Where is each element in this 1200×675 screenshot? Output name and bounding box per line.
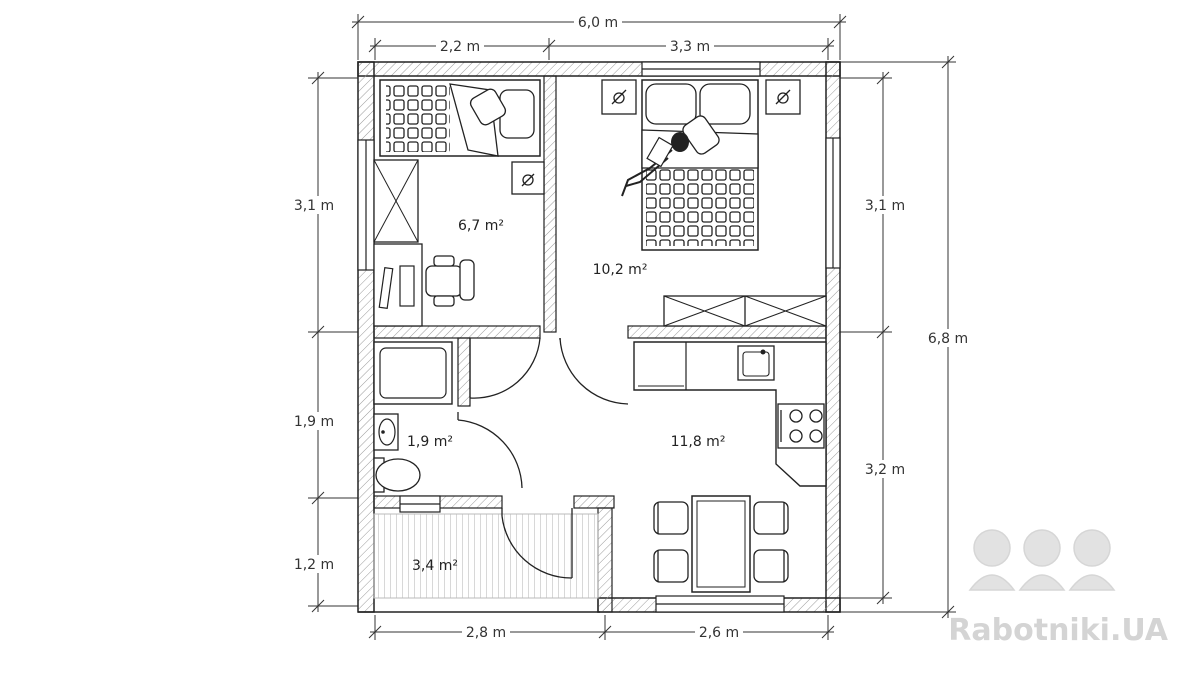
dim-top-right-width: 3,3 m [670,39,710,55]
double-bed [621,79,759,251]
nightstand-right [765,79,801,115]
doors [457,337,629,579]
watermark-logo [968,529,1116,591]
dining-table [691,495,751,593]
wardrobe-small-room [373,159,419,243]
dim-right-bottom-height: 3,2 m [865,462,905,478]
bedroom-wardrobe [663,295,827,327]
dim-bottom-left-width: 2,8 m [466,625,506,641]
dim-left-mid-height: 1,9 m [294,414,334,430]
shower-tray [373,341,453,405]
dim-overall-width: 6,0 m [578,15,618,31]
kitchen-counter [633,341,827,487]
cooktop [777,403,825,449]
kitchen-sink [737,345,775,381]
room-area-bedroom: 10,2 m² [593,262,648,278]
windows [357,61,841,613]
room-area-kitchen: 11,8 m² [671,434,726,450]
dim-top-left-width: 2,2 m [440,39,480,55]
room-area-bathroom: 1,9 m² [407,434,453,450]
dim-left-bottom-height: 1,2 m [294,557,334,573]
office-chair [425,255,475,307]
watermark-text: Rabotniki.UA [948,613,1168,648]
nightstand-small-room [511,161,545,195]
room-area-terrace: 3,4 m² [412,558,458,574]
nightstand-left [601,79,637,115]
single-bed [379,79,541,157]
dining-chairs [653,501,789,583]
dim-left-top-height: 3,1 m [294,198,334,214]
dimension-labels: 6,0 m 2,2 m 3,3 m 2,8 m 2,6 m 3,1 m 1,9 … [290,13,974,641]
washbasin [373,413,399,451]
desk [373,243,423,327]
dim-overall-height: 6,8 m [928,331,968,347]
terrace-deck [373,513,599,599]
room-area-small-bedroom: 6,7 m² [458,218,504,234]
dim-right-top-height: 3,1 m [865,198,905,214]
dim-bottom-right-width: 2,6 m [699,625,739,641]
toilet [373,457,421,493]
